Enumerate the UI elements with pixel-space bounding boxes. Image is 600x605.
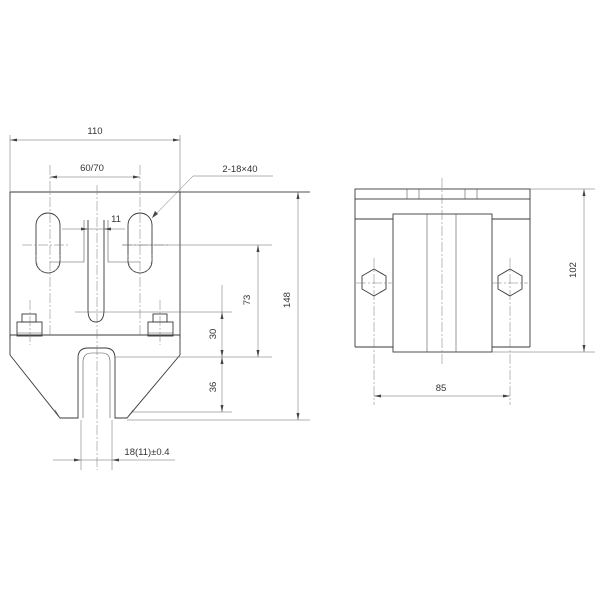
dim-jaw-depth: 36: [208, 382, 219, 393]
dim-slot-spacing: 60/70: [80, 163, 104, 174]
dim-bolt-spacing: 85: [436, 383, 447, 394]
front-view: [9, 165, 310, 470]
dim-side-height: 102: [568, 262, 579, 278]
dim-jaw-opening: 18(11)±0.4: [124, 447, 169, 458]
dim-slot-to-base-height: 73: [242, 295, 253, 306]
center-block: [392, 213, 493, 353]
dim-base-to-jaw-height: 30: [208, 329, 219, 340]
dim-slot-callout: 2-18×40: [222, 164, 257, 175]
left-bolt-icon: [16, 313, 43, 337]
side-view: [354, 178, 531, 405]
front-dimensions: 110 60/70 2-18×40 11 148 73: [9, 126, 310, 470]
dim-center-slot-width: 11: [111, 214, 121, 225]
left-slot: [35, 212, 61, 274]
dim-overall-height: 148: [282, 292, 293, 308]
dim-overall-width: 110: [87, 126, 102, 137]
side-dimensions: 102 85: [374, 188, 595, 398]
right-bolt-icon: [147, 313, 174, 337]
